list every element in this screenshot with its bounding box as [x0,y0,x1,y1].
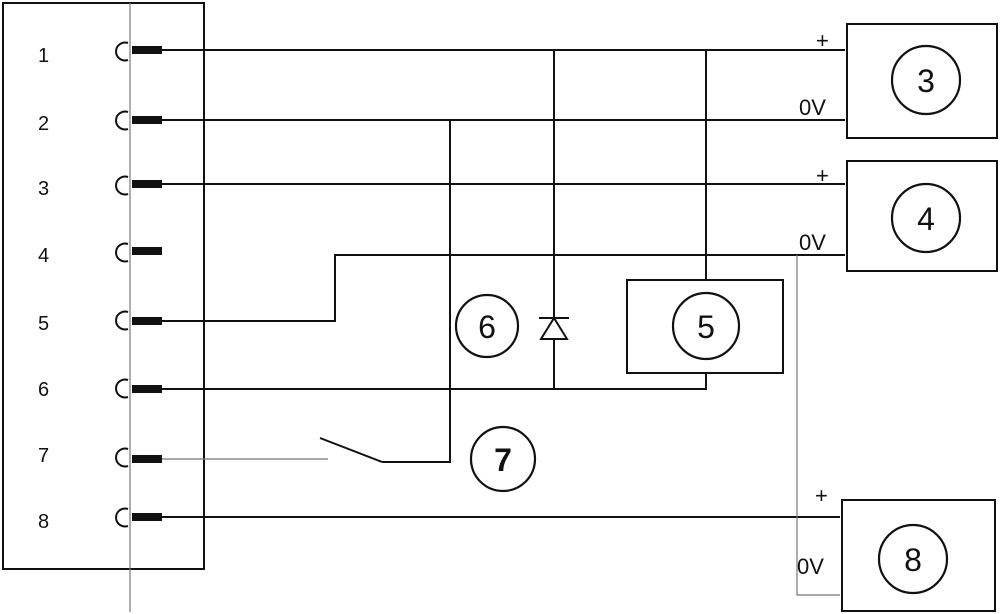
pin-label-4: 4 [38,245,49,267]
connector-housing [2,2,205,570]
device-8-zero-label: 0V [797,554,824,579]
svg-text:4: 4 [917,201,935,237]
device-3: 3 [846,23,998,139]
pin-label-2: 2 [38,113,49,135]
diode-callout: 6 [454,293,520,359]
wires [162,49,845,596]
device-8: 8 [841,499,996,612]
pin-label-5: 5 [38,313,49,335]
pin-label-7: 7 [38,445,49,467]
switch-callout: 7 [469,425,537,493]
device-3-plus-label: + [816,28,829,53]
device-4: 4 [846,160,998,272]
pin-label-1: 1 [38,45,49,67]
pin-label-3: 3 [38,178,49,200]
device-8-plus-label: + [815,483,828,508]
device-3-zero-label: 0V [799,95,826,120]
svg-text:3: 3 [917,63,935,99]
diode-symbol [539,316,569,340]
pin-label-6: 6 [38,379,49,401]
svg-text:7: 7 [494,442,512,478]
device-5: 5 [626,279,784,374]
pin-sockets [115,41,162,528]
pin-label-8: 8 [38,511,49,533]
svg-text:5: 5 [697,309,715,345]
device-4-plus-label: + [816,163,829,188]
svg-text:6: 6 [478,309,496,345]
svg-text:8: 8 [904,542,922,578]
device-4-zero-label: 0V [799,230,826,255]
